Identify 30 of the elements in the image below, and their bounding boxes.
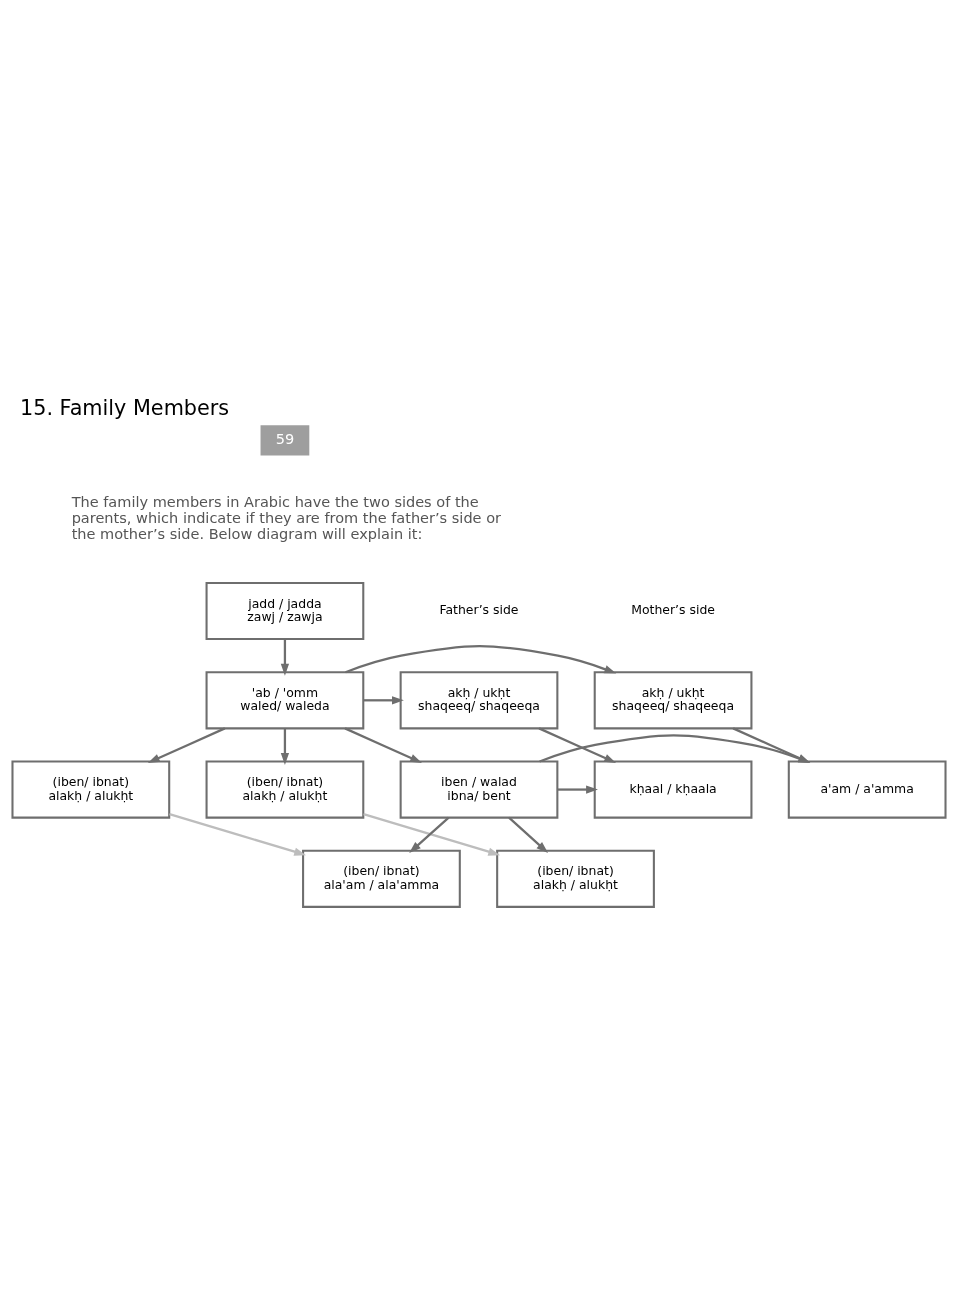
node-box: akḥ / ukḥt shaqeeq/ shaqeeqa bbox=[399, 671, 559, 730]
node-box: kḥaal / kḥaala bbox=[593, 760, 753, 819]
arrow bbox=[557, 785, 598, 794]
node-box: (iben/ ibnat) alakḥ / alukḥt bbox=[496, 849, 655, 908]
node-box: (iben/ ibnat) alakḥ / alukḥt bbox=[205, 760, 365, 819]
arrow bbox=[345, 645, 617, 674]
node-box: (iben/ ibnat) ala'am / ala'amma bbox=[302, 849, 461, 908]
arrow bbox=[409, 816, 450, 853]
arrow bbox=[363, 813, 501, 856]
diagram-title: 15. Family Members bbox=[20, 395, 230, 420]
arrow bbox=[732, 727, 811, 763]
node-box: a'am / a'amma bbox=[787, 760, 947, 819]
arrow bbox=[280, 639, 290, 676]
arrow bbox=[508, 816, 549, 853]
arrow bbox=[538, 727, 617, 763]
arrow bbox=[344, 727, 423, 763]
arrow bbox=[539, 734, 811, 763]
node-box: (iben/ ibnat) alakḥ / alukḥt bbox=[11, 760, 171, 819]
arrow bbox=[147, 727, 226, 763]
arrow bbox=[169, 813, 307, 856]
node-box: jadd / jadda zawj / zawja bbox=[205, 582, 365, 641]
arrow bbox=[280, 728, 290, 765]
label: Mother’s side bbox=[631, 602, 715, 618]
node-box: akḥ / ukḥt shaqeeq/ shaqeeqa bbox=[593, 671, 753, 730]
label: 59 bbox=[275, 431, 295, 448]
node-box: 'ab / 'omm waled/ waleda bbox=[205, 671, 365, 730]
arrow bbox=[363, 696, 404, 705]
label: Father’s side bbox=[439, 602, 519, 618]
node-box: iben / walad ibna/ bent bbox=[399, 760, 559, 819]
label: The family members in Arabic have the two sides of the parents, which indicate if they are from the father’s side or the mother’s side. Below diagram will explain it: bbox=[71, 494, 501, 542]
